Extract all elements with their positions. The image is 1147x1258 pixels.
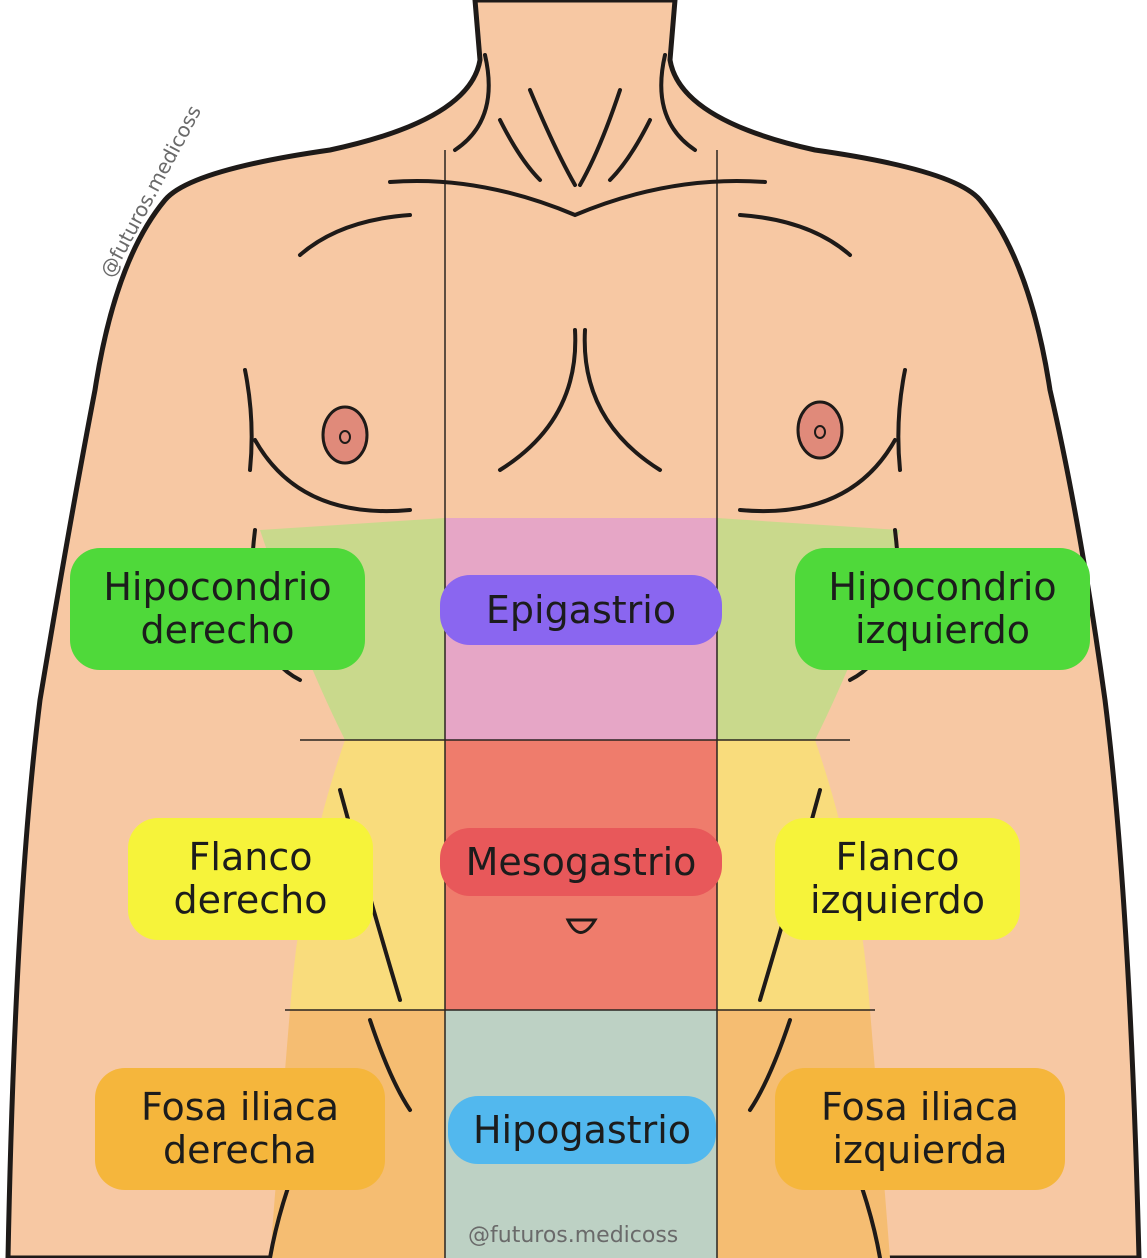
watermark-bottom: @futuros.medicoss (468, 1223, 678, 1248)
fosa-iliaca-derecha-label: Fosa iliaca derecha (95, 1068, 385, 1190)
mesogastrio-label: Mesogastrio (440, 828, 722, 896)
hipogastrio-label: Hipogastrio (448, 1096, 716, 1164)
flanco-izquierdo-label: Flanco izquierdo (775, 818, 1020, 940)
hipocondrio-derecho-label: Hipocondrio derecho (70, 548, 365, 670)
fosa-iliaca-izquierda-label: Fosa iliaca izquierda (775, 1068, 1065, 1190)
epigastrio-label: Epigastrio (440, 575, 722, 645)
hipocondrio-izquierdo-label: Hipocondrio izquierdo (795, 548, 1090, 670)
flanco-derecho-label: Flanco derecho (128, 818, 373, 940)
